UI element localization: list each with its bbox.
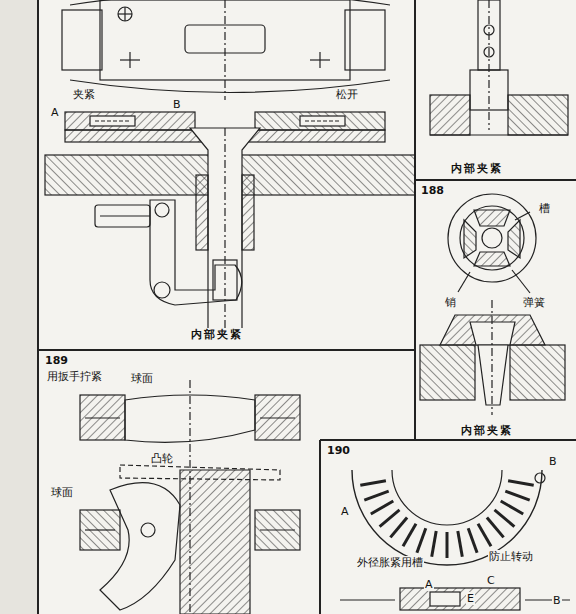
part-label: A xyxy=(424,578,434,591)
part-label: B xyxy=(552,594,562,607)
slot-stroke xyxy=(390,518,407,538)
part-label: B xyxy=(548,455,558,468)
slot-stroke xyxy=(458,531,463,557)
part-label: B xyxy=(172,98,182,111)
part-label: A xyxy=(340,505,350,518)
slot-stroke xyxy=(360,481,386,486)
slot-stroke xyxy=(371,501,394,514)
part-label: 凸轮 xyxy=(150,452,174,465)
slot-stroke xyxy=(495,510,515,527)
part-label: 夹紧 xyxy=(72,88,96,101)
figure-number: 189 xyxy=(44,354,69,367)
slot-stroke xyxy=(478,524,491,547)
slot-stroke xyxy=(446,532,449,558)
slot-stroke xyxy=(380,510,400,527)
part-label: 销 xyxy=(444,296,457,309)
caption-label: 内部夹紧 xyxy=(190,328,244,341)
part-label: 用扳手拧紧 xyxy=(46,370,103,383)
figure-number: 188 xyxy=(420,184,445,197)
slot-stroke xyxy=(432,531,437,557)
slot-stroke xyxy=(505,491,529,500)
figure-number: 190 xyxy=(326,444,351,457)
caption-label: 内部夹紧 xyxy=(450,162,504,175)
part-label: 外径胀紧用槽 xyxy=(356,556,424,569)
slot-stroke xyxy=(487,518,504,538)
part-label: C xyxy=(486,574,496,587)
slot-stroke xyxy=(508,481,534,486)
slot-stroke xyxy=(417,528,426,552)
part-label: A xyxy=(50,106,60,119)
part-label: 槽 xyxy=(538,202,551,215)
slot-stroke xyxy=(501,501,524,514)
part-label: 松开 xyxy=(335,88,359,101)
slot-stroke xyxy=(468,528,477,552)
slot-stroke xyxy=(364,491,388,500)
part-label: 弹簧 xyxy=(522,296,546,309)
caption-label: 内部夹紧 xyxy=(460,424,514,437)
part-label: 防止转动 xyxy=(488,550,534,563)
part-label: 球面 xyxy=(50,486,74,499)
slot-stroke xyxy=(403,524,416,547)
part-label: 球面 xyxy=(130,372,154,385)
part-label: E xyxy=(466,592,475,605)
